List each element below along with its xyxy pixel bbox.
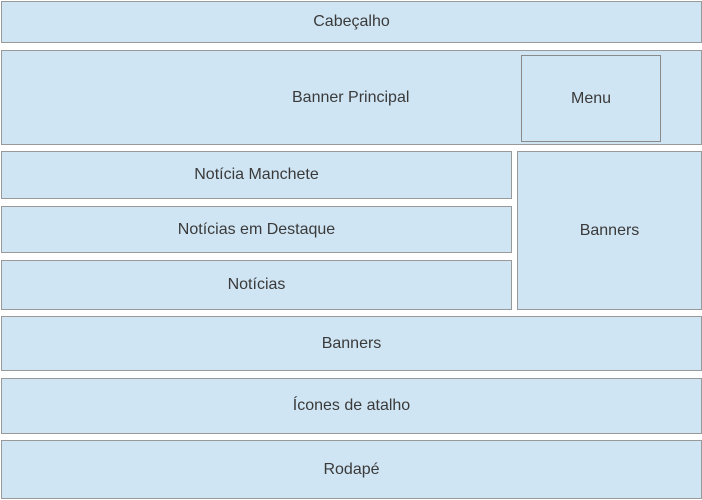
icones-atalho-block: Ícones de atalho [1,378,702,434]
noticias-label: Notícias [227,276,286,293]
rodape-block: Rodapé [1,440,702,499]
menu-label: Menu [570,89,612,107]
icones-atalho-label: Ícones de atalho [292,397,411,414]
noticias-destaque-label: Notícias em Destaque [177,220,336,238]
noticia-manchete-label: Notícia Manchete [194,166,319,183]
noticias-block: Notícias [1,260,512,310]
menu-block: Menu [521,55,661,142]
banners-side-block: Banners [517,151,702,310]
noticia-manchete-block: Notícia Manchete [1,151,512,199]
banners-wide-label: Banners [321,334,382,352]
rodape-label: Rodapé [323,460,380,478]
banners-wide-block: Banners [1,316,702,371]
header-block: Cabeçalho [1,1,702,43]
noticias-destaque-block: Notícias em Destaque [1,206,512,253]
header-label: Cabeçalho [313,13,390,30]
banners-side-label: Banners [579,221,640,239]
banner-principal-label: Banner Principal [292,88,410,106]
